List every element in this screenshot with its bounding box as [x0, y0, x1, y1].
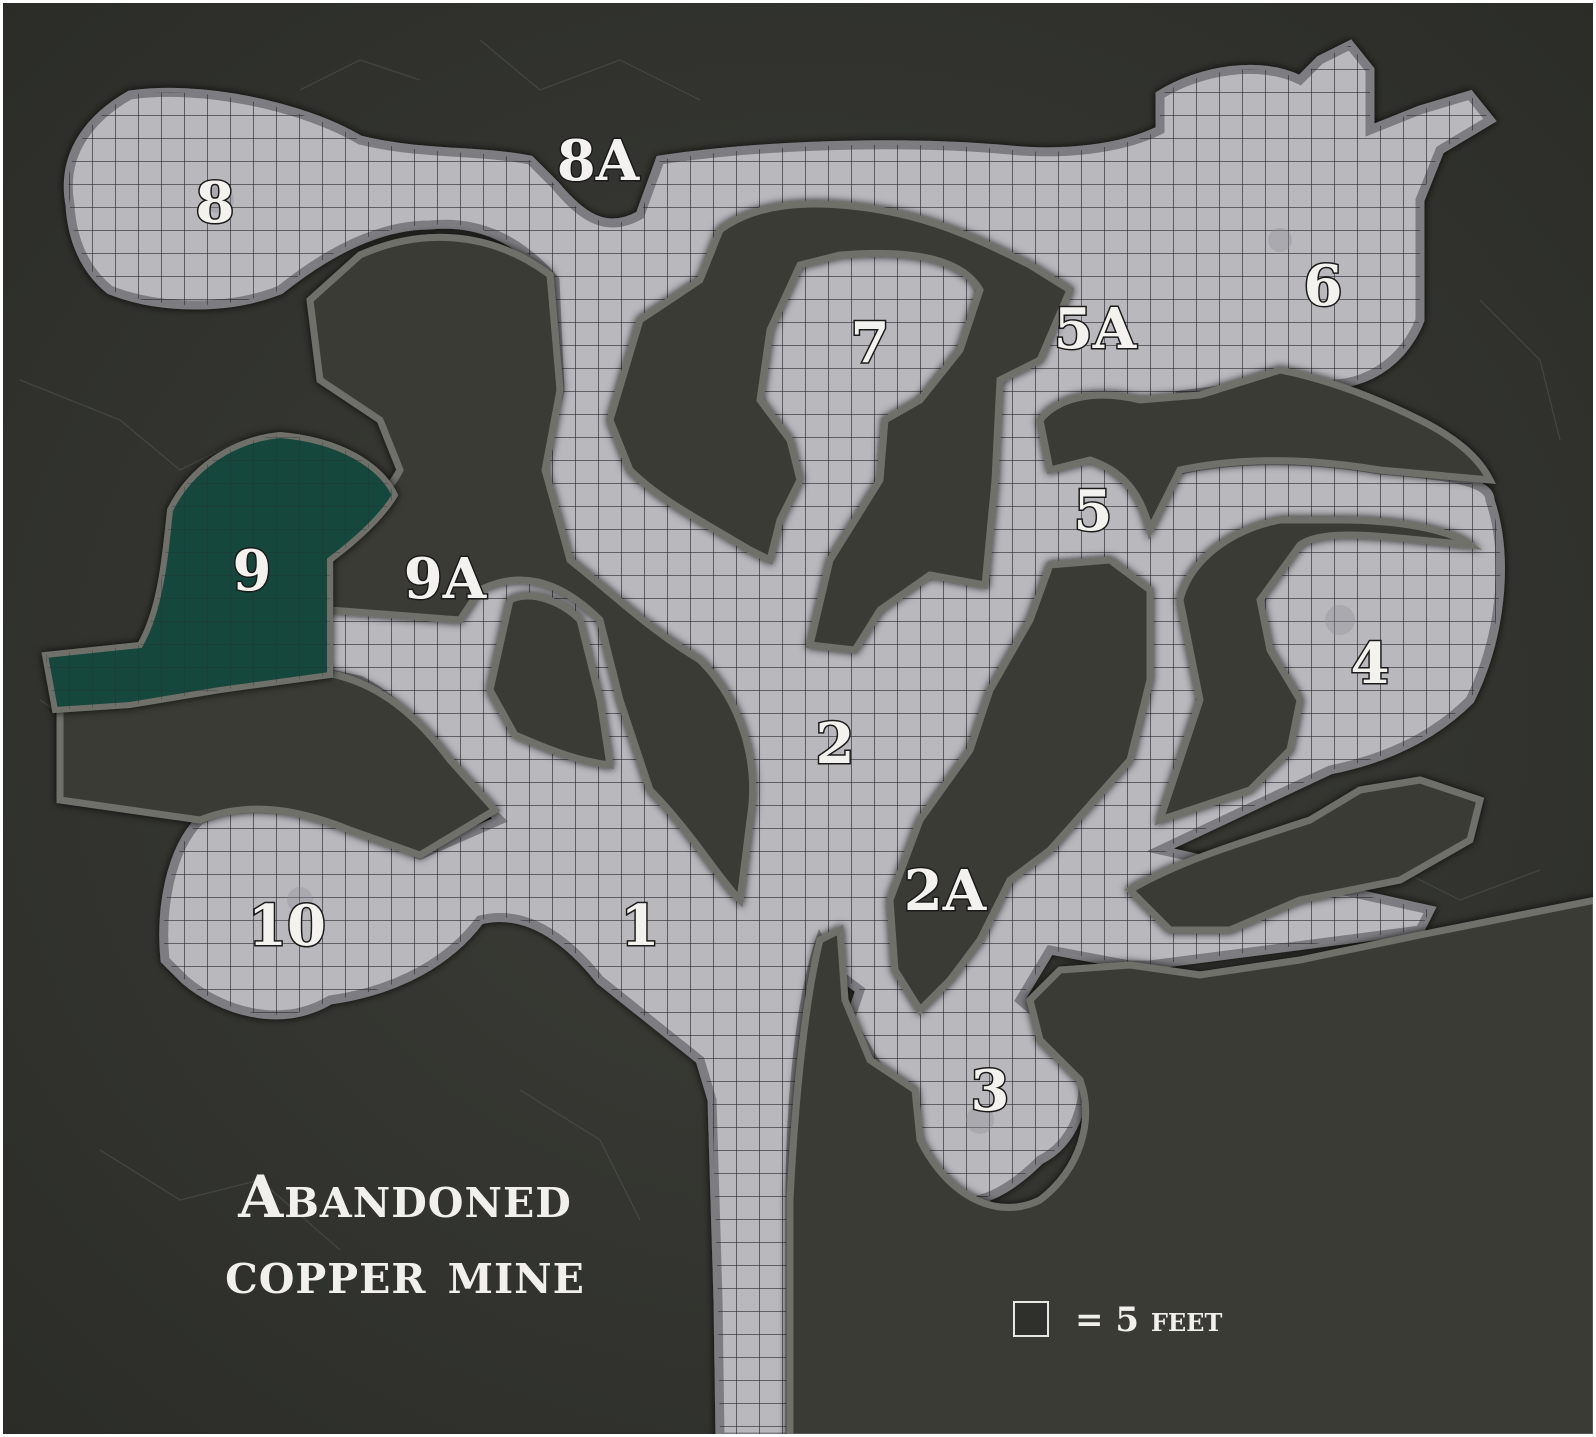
pillar-left-lower [56, 668, 501, 859]
area-label-6: 6 [1304, 253, 1343, 319]
lake-grid [45, 435, 395, 710]
scale-text: = 5 feet [1075, 1300, 1222, 1340]
scale-legend: = 5 feet [1013, 1300, 1222, 1340]
area-label-9: 9 [233, 538, 272, 604]
area-label-3: 3 [971, 1058, 1010, 1124]
map-title-line1: Abandoned [237, 1163, 572, 1231]
pillar-4-lower [1124, 776, 1485, 934]
area-label-7: 7 [851, 310, 890, 376]
area-label-5a: 5A [1054, 296, 1138, 362]
pillar-5-upper [1036, 366, 1496, 541]
area-labels: 8 8A 7 5A 6 5 9 9A 4 2 2A 10 1 3 [194, 127, 1391, 1126]
pillar-2a [886, 556, 1154, 1016]
area-label-2a: 2A [904, 858, 988, 924]
pillar-7-wall [606, 200, 1075, 654]
pillar-center-bottom [786, 896, 1596, 1437]
area-label-5: 5 [1074, 478, 1113, 544]
area-label-4: 4 [1351, 631, 1390, 697]
pillar-upper-left [306, 233, 756, 908]
rock-pillars [56, 200, 1596, 1437]
scale-square-icon [1013, 1301, 1049, 1337]
area-label-8a: 8A [557, 128, 641, 194]
map-title-line2: copper mine [225, 1239, 585, 1307]
pillar-4-inner [1154, 516, 1483, 826]
area-label-10: 10 [248, 893, 326, 959]
area-label-1: 1 [621, 893, 660, 959]
pillar-center-left [486, 592, 615, 770]
area-label-9a: 9A [404, 546, 488, 612]
area-label-2: 2 [816, 711, 855, 777]
area-label-8: 8 [196, 170, 235, 236]
